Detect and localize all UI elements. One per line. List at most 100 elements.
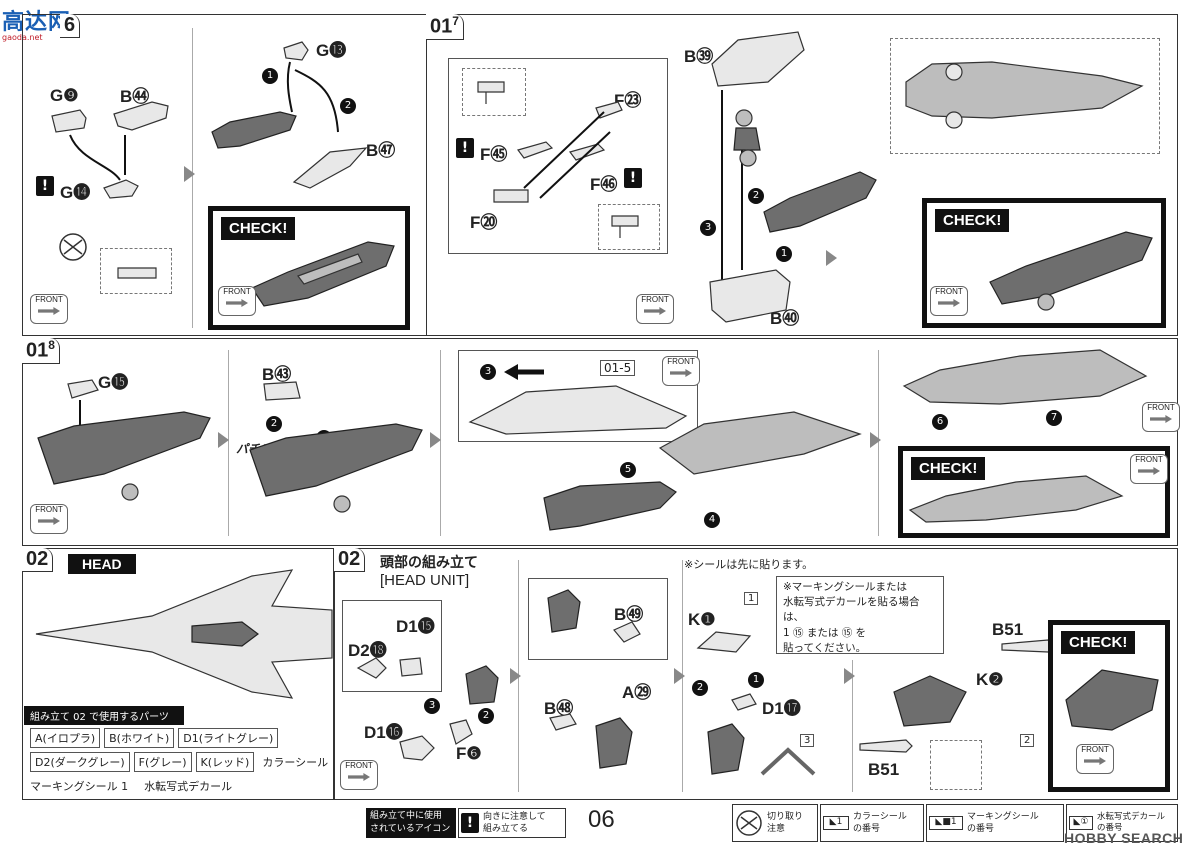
part-label-k1: K❶ xyxy=(688,610,716,629)
step-marker-2: 2 xyxy=(692,680,708,696)
body-part-dark xyxy=(249,423,423,513)
front-indicator: FRONT xyxy=(636,294,674,324)
footer-color-seal: ◣1 カラーシール の番号 xyxy=(820,804,924,842)
part-label-a29: A㉙ xyxy=(622,683,652,702)
part-label-g15: G⓯ xyxy=(98,373,129,392)
step-marker-4: 4 xyxy=(704,512,720,528)
head-part-dark xyxy=(465,665,499,705)
part-label-d218: D2⓲ xyxy=(348,641,387,660)
part-color-d1: D1(ライトグレー) xyxy=(178,728,279,748)
step-marker-2: 2 xyxy=(340,98,356,114)
step-marker-1: 1 xyxy=(776,246,792,262)
check-label: CHECK! xyxy=(221,217,296,240)
sticker-drawing xyxy=(760,747,816,776)
next-step-arrow xyxy=(430,432,441,448)
head-part-dark xyxy=(547,589,581,633)
canopy-drawing xyxy=(696,631,752,653)
part-label-g13: G⓭ xyxy=(316,41,347,60)
head-assembly-drawing xyxy=(893,675,967,727)
part-label-b51-top: B51 xyxy=(992,620,1024,639)
marking-note-box: ※マーキングシールまたは 水転写式デカールを貼る場合は、 1 ⑮ または ⑮ を… xyxy=(776,576,944,654)
front-indicator: FRONT xyxy=(1142,402,1180,432)
part-label-d117: D1⓱ xyxy=(762,699,801,718)
part-label-f6: F❻ xyxy=(456,744,482,763)
brand-logo: HOBBY SEARCH xyxy=(1064,830,1184,846)
step-marker-7: 7 xyxy=(1046,410,1062,426)
footer-decal: ◣① 水転写式デカール の番号 xyxy=(1066,804,1178,842)
part-color-d2: D2(ダークグレー) xyxy=(30,752,130,772)
part-g14-drawing xyxy=(103,179,139,199)
step-02-unit-label: 02 xyxy=(334,548,366,572)
part-detail-drawing xyxy=(117,267,157,279)
detail-callout xyxy=(528,578,668,660)
head-part-dark xyxy=(707,723,745,775)
step-marker-2: 2 xyxy=(478,708,494,724)
seal-icon: ◣1 xyxy=(823,816,849,830)
marking-no-text: マーキングシール の番号 xyxy=(967,812,1039,834)
part-b40-drawing xyxy=(709,269,791,323)
panel-head-unit xyxy=(334,548,1178,800)
panel-step-01-7 xyxy=(426,14,1178,336)
seal-note: ※シールは先に貼ります。 xyxy=(684,558,814,571)
step-01-7-label: 017 xyxy=(426,14,464,40)
detail-inset xyxy=(100,248,172,294)
step-01-6-label: 6 xyxy=(60,14,81,38)
part-color-b: B(ホワイト) xyxy=(104,728,175,748)
step-marker-3: 3 xyxy=(424,698,440,714)
step-marker-3: 3 xyxy=(700,220,716,236)
part-label-b39: B㊴ xyxy=(684,47,714,66)
decal-label: 水転写式デカール xyxy=(144,780,233,793)
part-f6-drawing xyxy=(449,719,473,745)
parts-list-row3: マーキングシール 1 水転写式デカール xyxy=(30,778,232,794)
next-step-arrow xyxy=(184,166,195,182)
fuselage-drawing xyxy=(658,411,862,475)
part-f46-drawing xyxy=(568,143,606,161)
front-indicator: FRONT xyxy=(218,286,256,316)
part-label-f45: F㊺ xyxy=(480,145,508,164)
assembly-drawing xyxy=(902,349,1148,405)
step-01-8-label: 018 xyxy=(22,338,60,364)
parts-list-header: 組み立て 02 で使用するパーツ xyxy=(24,706,184,725)
front-indicator: FRONT xyxy=(662,356,700,386)
front-indicator: FRONT xyxy=(930,286,968,316)
step-marker-3: 3 xyxy=(480,364,496,380)
front-indicator: FRONT xyxy=(30,294,68,324)
detail-callout xyxy=(448,58,668,254)
sticker-number-1: 1 xyxy=(744,592,759,605)
body-part-dark xyxy=(211,111,297,149)
next-step-arrow xyxy=(218,432,229,448)
panel-head-overview xyxy=(22,548,334,800)
part-color-f: F(グレー) xyxy=(133,752,192,772)
footer-cut: 切り取り 注意 xyxy=(732,804,818,842)
direction-arrow xyxy=(504,364,544,380)
part-b48-drawing xyxy=(549,713,577,731)
pin-drawing xyxy=(611,215,639,238)
part-g13-drawing xyxy=(283,41,309,61)
part-label-g9: G❾ xyxy=(50,86,79,105)
step-marker-5: 5 xyxy=(620,462,636,478)
cut-attention-icon xyxy=(59,233,87,261)
front-indicator: FRONT xyxy=(1076,744,1114,774)
head-title: HEAD xyxy=(68,554,136,574)
part-f20-drawing xyxy=(493,189,529,203)
part-label-f46: F㊻ xyxy=(590,175,618,194)
decal-no-text: 水転写式デカール の番号 xyxy=(1097,812,1166,833)
next-step-arrow xyxy=(510,668,521,684)
step-02-label: 02 xyxy=(22,548,54,572)
detail-inset xyxy=(890,38,1160,154)
small-part-drawing xyxy=(356,657,423,679)
part-label-b43: B㊸ xyxy=(262,365,292,384)
detail-inset xyxy=(598,204,660,250)
part-label-g14: G⓮ xyxy=(60,183,91,202)
wing-part-drawing xyxy=(468,385,688,435)
body-part-dark xyxy=(763,171,877,233)
part-label-k2: K❷ xyxy=(976,670,1004,689)
sticker-number-2: 2 xyxy=(1020,734,1035,747)
step-marker-1: 1 xyxy=(748,672,764,688)
check-label: CHECK! xyxy=(911,457,986,480)
detail-inset xyxy=(930,740,982,790)
assembly-arrows xyxy=(523,111,611,199)
parts-list-row2: D2(ダークグレー) F(グレー) K(レッド) カラーシール xyxy=(30,752,328,772)
part-d116-drawing xyxy=(399,735,435,761)
marking-note-line2: 水転写式デカールを貼る場合は、 xyxy=(783,596,920,624)
